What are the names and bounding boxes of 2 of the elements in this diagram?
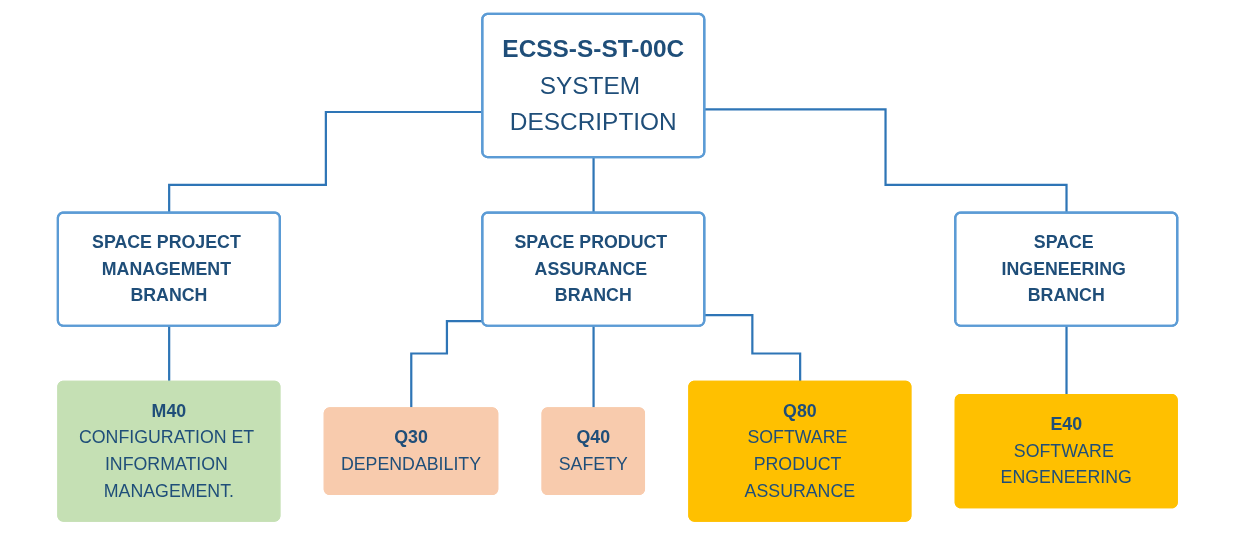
connector bbox=[704, 313, 802, 383]
connector bbox=[168, 325, 171, 383]
